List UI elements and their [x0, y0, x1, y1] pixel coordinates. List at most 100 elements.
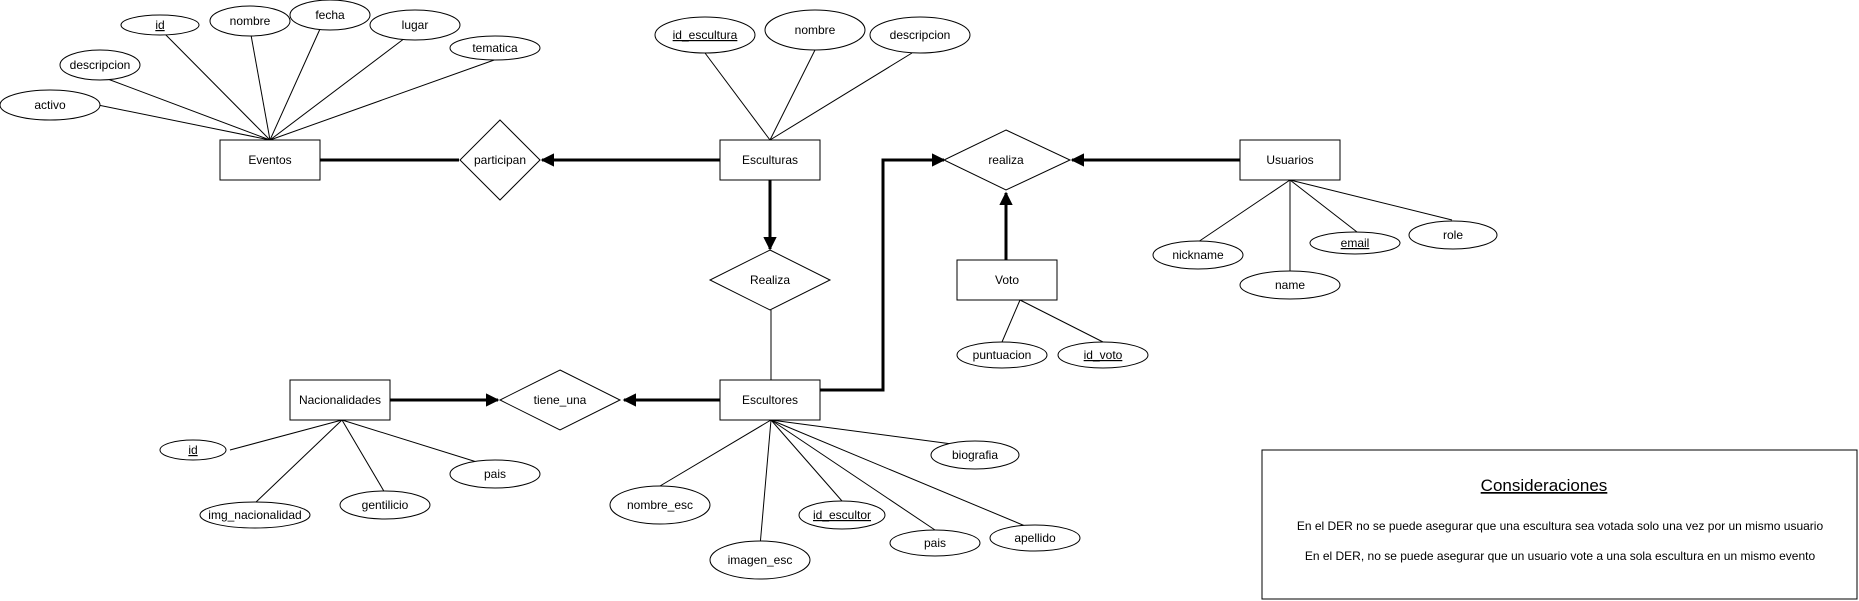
- attribute-esculturas-nombre[interactable]: nombre: [764, 9, 866, 51]
- attribute-label: gentilicio: [362, 498, 409, 512]
- connector-eventos-activo: [97, 104, 271, 141]
- attribute-eventos-tematica[interactable]: tematica: [449, 35, 541, 61]
- relationship-label: participan: [474, 153, 526, 167]
- attribute-nacionalidades-gentilicio[interactable]: gentilicio: [339, 490, 431, 520]
- relationship-connectors: [320, 153, 1240, 407]
- connector-escultores-biografia: [770, 419, 953, 445]
- attribute-usuarios-name[interactable]: name: [1239, 270, 1341, 300]
- considerations-box: Consideraciones En el DER no se puede as…: [1261, 449, 1858, 600]
- connector-escultores-imagen: [759, 419, 772, 547]
- attribute-eventos-activo[interactable]: activo: [0, 89, 101, 121]
- connector-eventos-id: [159, 28, 271, 141]
- relationship-realiza-voto[interactable]: realiza: [942, 129, 1072, 191]
- attribute-label: id_voto: [1084, 348, 1123, 362]
- attribute-label: descripcion: [890, 28, 951, 42]
- attribute-nacionalidades-pais[interactable]: pais: [449, 459, 541, 489]
- attribute-label: name: [1275, 278, 1305, 292]
- attribute-eventos-id[interactable]: id: [120, 14, 200, 36]
- connector-eventos-lugar: [269, 37, 406, 141]
- connector-eventos-nombre: [250, 34, 271, 141]
- connector-eventos-descripcion: [104, 77, 271, 141]
- attribute-label: tematica: [472, 41, 518, 55]
- relationship-participan[interactable]: participan: [459, 119, 541, 201]
- connector-usuarios-email: [1289, 179, 1358, 233]
- entity-label: Esculturas: [742, 153, 798, 167]
- entity-label: Eventos: [248, 153, 291, 167]
- attribute-esculturas-descripcion[interactable]: descripcion: [869, 16, 971, 54]
- attribute-voto-id-voto[interactable]: id_voto: [1057, 341, 1149, 369]
- attribute-label: lugar: [402, 18, 429, 32]
- entity-label: Nacionalidades: [299, 393, 381, 407]
- connector-nacionalidades-gentilicio: [341, 419, 386, 494]
- connector-nacionalidades-img: [254, 419, 343, 504]
- attribute-escultores-apellido[interactable]: apellido: [989, 524, 1081, 552]
- relationship-label: tiene_una: [534, 393, 587, 407]
- attribute-usuarios-role[interactable]: role: [1408, 220, 1498, 250]
- attribute-nacionalidades-img[interactable]: img_nacionalidad: [199, 501, 311, 529]
- attribute-label: email: [1341, 236, 1370, 250]
- relationship-realiza-escultura[interactable]: Realiza: [708, 249, 832, 311]
- attribute-eventos-nombre[interactable]: nombre: [209, 5, 291, 37]
- attribute-label: nombre: [795, 23, 836, 37]
- connector-nacionalidades-pais: [341, 419, 481, 464]
- entity-esculturas[interactable]: Esculturas: [719, 139, 821, 181]
- attribute-label: role: [1443, 228, 1463, 242]
- attribute-label: nombre_esc: [627, 498, 693, 512]
- connector-usuarios-nickname: [1197, 179, 1291, 243]
- attribute-escultores-nombre-esc[interactable]: nombre_esc: [609, 485, 711, 525]
- attribute-usuarios-nickname[interactable]: nickname: [1152, 240, 1244, 270]
- attribute-label: apellido: [1014, 531, 1056, 545]
- attribute-eventos-fecha[interactable]: fecha: [289, 0, 371, 31]
- entity-label: Usuarios: [1266, 153, 1313, 167]
- attribute-label: fecha: [315, 8, 345, 22]
- connector-usuarios-role: [1289, 179, 1453, 221]
- considerations-line-1: En el DER no se puede asegurar que una e…: [1297, 519, 1824, 533]
- attribute-label: pais: [484, 467, 506, 481]
- attribute-escultores-imagen-esc[interactable]: imagen_esc: [709, 540, 811, 580]
- attribute-esculturas-id-escultura[interactable]: id_escultura: [654, 16, 756, 54]
- attribute-label: puntuacion: [973, 348, 1032, 362]
- attribute-label: descripcion: [70, 58, 131, 72]
- relationship-tiene-una[interactable]: tiene_una: [498, 369, 622, 431]
- attribute-escultores-biografia[interactable]: biografia: [930, 440, 1020, 470]
- connector-voto-puntuacion: [1001, 299, 1021, 343]
- attribute-usuarios-email[interactable]: email: [1309, 231, 1401, 255]
- connector-escultores-nombre: [659, 419, 772, 487]
- attribute-connectors: [97, 28, 1453, 547]
- attribute-label: biografia: [952, 448, 998, 462]
- attribute-escultores-pais[interactable]: pais: [889, 529, 981, 557]
- connector-esculturas-id: [704, 52, 771, 141]
- entity-escultores[interactable]: Escultores: [719, 379, 821, 421]
- connector-escultores-apellido: [770, 419, 1031, 529]
- entity-label: Voto: [995, 273, 1019, 287]
- entity-voto[interactable]: Voto: [956, 259, 1058, 301]
- entity-eventos[interactable]: Eventos: [219, 139, 321, 181]
- attribute-escultores-id-escultor[interactable]: id_escultor: [798, 500, 886, 530]
- entity-usuarios[interactable]: Usuarios: [1239, 139, 1341, 181]
- attribute-eventos-descripcion[interactable]: descripcion: [59, 49, 141, 81]
- connector-eventos-fecha: [269, 28, 321, 141]
- attribute-label: imagen_esc: [728, 553, 793, 567]
- relationship-label: Realiza: [750, 273, 790, 287]
- entity-nacionalidades[interactable]: Nacionalidades: [289, 379, 391, 421]
- attribute-voto-puntuacion[interactable]: puntuacion: [956, 341, 1048, 369]
- attribute-label: img_nacionalidad: [208, 508, 301, 522]
- connector-esculturas-descripcion: [769, 52, 913, 141]
- connector-voto-id: [1019, 299, 1104, 343]
- attribute-label: activo: [34, 98, 66, 112]
- entity-label: Escultores: [742, 393, 798, 407]
- connector-eventos-tematica: [269, 58, 498, 141]
- attribute-label: id: [188, 443, 197, 457]
- attribute-label: id_escultor: [813, 508, 871, 522]
- considerations-line-2: En el DER, no se puede asegurar que un u…: [1305, 549, 1816, 563]
- attribute-eventos-lugar[interactable]: lugar: [369, 9, 461, 41]
- attribute-label: pais: [924, 536, 946, 550]
- relationship-label: realiza: [988, 153, 1024, 167]
- attribute-label: nickname: [1172, 248, 1224, 262]
- connector-escultores-id: [770, 419, 843, 502]
- connector-escultores-pais: [770, 419, 936, 531]
- connector-esculturas-nombre: [769, 49, 816, 141]
- considerations-title: Consideraciones: [1481, 476, 1608, 495]
- attribute-nacionalidades-id[interactable]: id: [159, 439, 227, 461]
